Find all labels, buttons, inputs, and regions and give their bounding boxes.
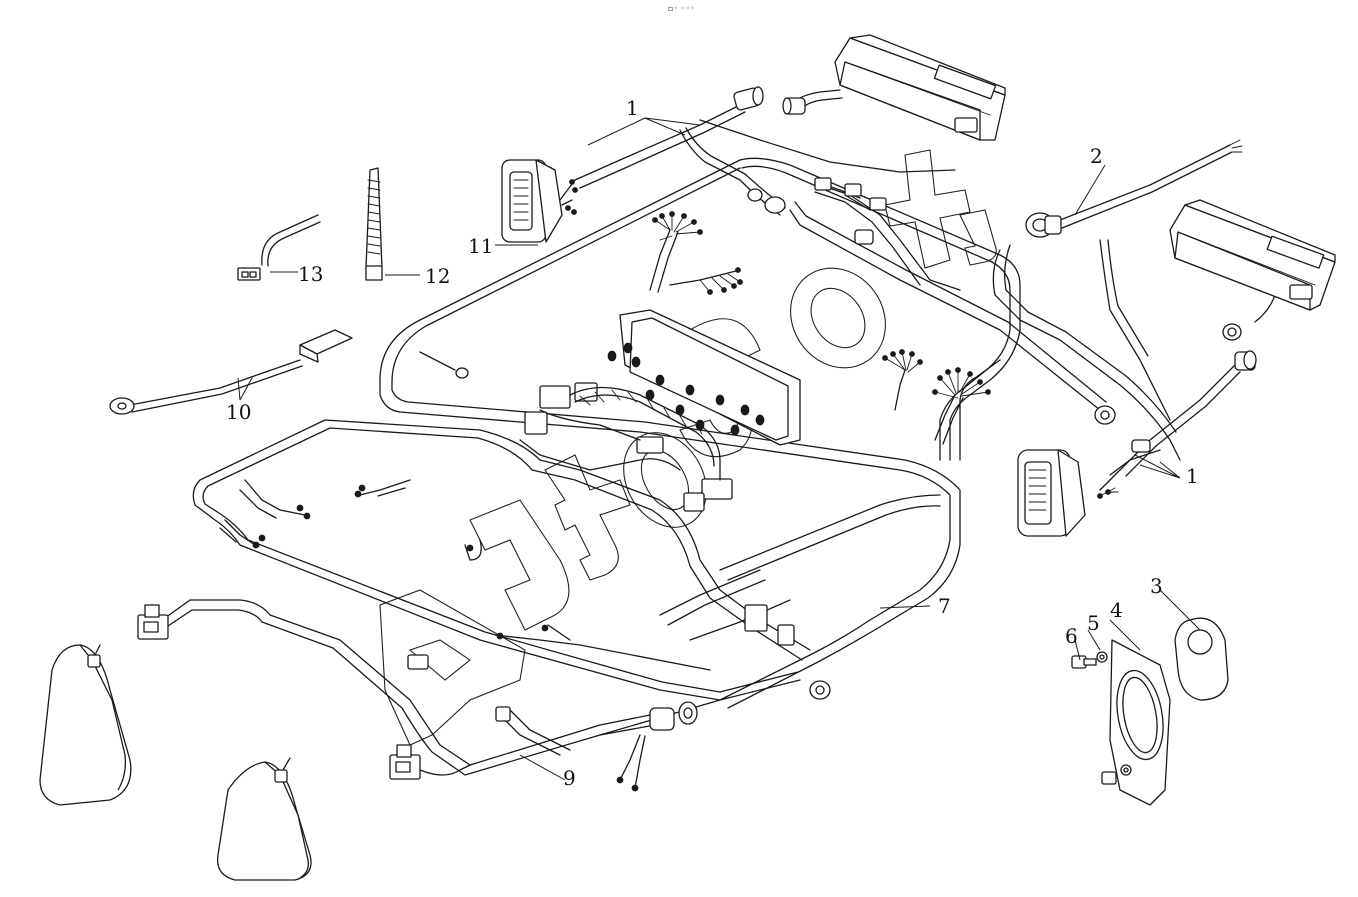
central-instrument-panel bbox=[519, 309, 801, 481]
rear-lamp-right bbox=[216, 757, 312, 881]
callout-9: 9 bbox=[563, 766, 576, 790]
wire-fans bbox=[252, 211, 1119, 792]
callout-4: 4 bbox=[1110, 598, 1123, 622]
top-branch-harness bbox=[574, 89, 1107, 411]
callout-13: 13 bbox=[298, 262, 324, 286]
top-lamp bbox=[834, 34, 1006, 141]
grommet-assembly bbox=[1071, 617, 1229, 806]
part-12-cable-tie bbox=[365, 167, 383, 281]
callout-7: 7 bbox=[938, 594, 951, 618]
right-branch-harness bbox=[992, 239, 1281, 491]
leader-lines bbox=[237, 117, 1201, 781]
left-rear-harness bbox=[164, 419, 801, 776]
callout-2: 2 bbox=[1090, 144, 1103, 168]
callout-3: 3 bbox=[1150, 574, 1163, 598]
callout-11: 11 bbox=[468, 234, 494, 258]
callout-12: 12 bbox=[425, 264, 451, 288]
part-10-ground-strap bbox=[109, 329, 353, 415]
right-lamp bbox=[1169, 199, 1336, 311]
callout-10: 10 bbox=[226, 400, 252, 424]
callout-5: 5 bbox=[1087, 611, 1100, 635]
connectors bbox=[407, 86, 1257, 731]
header-mark: ▫◦ ◦◦◦ bbox=[668, 4, 695, 13]
turn-signal-lamp-left bbox=[501, 159, 578, 243]
rear-sockets bbox=[137, 604, 421, 780]
part-13-pigtail bbox=[237, 214, 321, 281]
callout-6: 6 bbox=[1065, 624, 1078, 648]
turn-signal-lamp-right bbox=[1017, 449, 1086, 537]
callout-1-top: 1 bbox=[626, 96, 639, 120]
callout-1-right: 1 bbox=[1186, 464, 1199, 488]
rear-lamp-left bbox=[39, 644, 132, 806]
part-2-cable bbox=[1025, 139, 1243, 238]
